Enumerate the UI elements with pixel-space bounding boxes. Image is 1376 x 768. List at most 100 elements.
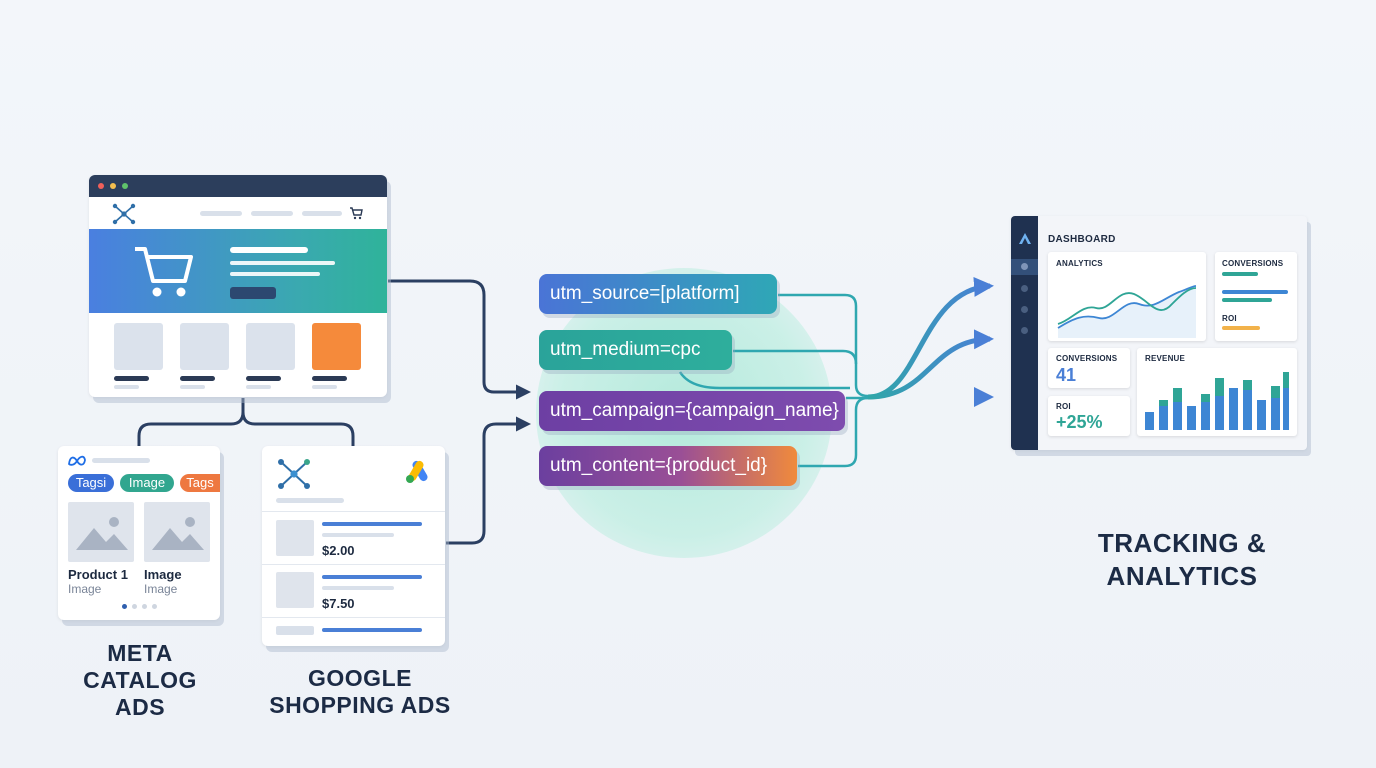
product-thumb-2[interactable] [180, 323, 229, 370]
analytics-panel: ANALYTICS [1048, 252, 1206, 341]
meta-catalog-card: Tagsi Image Tags Product 1 Image Image I… [58, 446, 220, 620]
hero-text-line-1 [230, 261, 335, 265]
product-image-2[interactable] [144, 502, 210, 562]
roi-label-top: ROI [1222, 314, 1237, 323]
analytics-dashboard: DASHBOARD ANALYTICS CONVERSIONS ROI CONV… [1011, 216, 1307, 450]
google-product-thumb-3[interactable] [276, 626, 314, 635]
tag-pill-3[interactable]: Tags [180, 474, 220, 492]
network-logo-icon [112, 203, 136, 225]
dashboard-logo-icon [1019, 233, 1031, 244]
caption-google: GOOGLE SHOPPING ADS [240, 665, 480, 719]
caption-google-line-1: GOOGLE [308, 665, 412, 691]
hero-cta-button[interactable] [230, 287, 276, 299]
utm-content-pill: utm_content={product_id} [539, 446, 797, 486]
google-product-thumb-2[interactable] [276, 572, 314, 608]
product-name-2: Image [144, 567, 182, 582]
conversions-bar-1 [1222, 272, 1258, 276]
product-sub-2 [180, 385, 205, 389]
caption-google-line-2: SHOPPING ADS [269, 692, 451, 718]
revenue-bar-chart [1145, 372, 1289, 430]
store-header [89, 197, 387, 229]
caption-tracking-line-2: ANALYTICS [1106, 561, 1258, 591]
conversions-label: CONVERSIONS [1056, 354, 1118, 363]
caption-tracking: TRACKING & ANALYTICS [1062, 527, 1302, 593]
nav-link-3[interactable] [302, 211, 342, 216]
roi-value: +25% [1056, 412, 1103, 432]
tag-pill-1[interactable]: Tagsi [68, 474, 114, 492]
utm-campaign-pill: utm_campaign={campaign_name} [539, 391, 845, 431]
window-min-dot[interactable] [110, 183, 116, 189]
utm-medium-pill: utm_medium=cpc [539, 330, 732, 370]
conversions-value: 41 [1056, 365, 1077, 385]
caption-meta-line-2: CATALOG [83, 667, 197, 693]
connector-store-ads [137, 398, 355, 446]
image-placeholder-icon [152, 517, 204, 550]
google-product-thumb-1[interactable] [276, 520, 314, 556]
hero-text-line-2 [230, 272, 320, 276]
product-title-3 [246, 376, 281, 381]
roi-label: ROI [1056, 402, 1071, 411]
product-title-2 [180, 376, 215, 381]
window-close-dot[interactable] [98, 183, 104, 189]
meta-logo-icon [68, 455, 86, 466]
caption-meta-line-3: ADS [114, 694, 166, 720]
nav-link-1[interactable] [200, 211, 242, 216]
connector-utm-content [798, 396, 869, 468]
cart-icon[interactable] [349, 206, 363, 220]
flow-arrow-top [867, 276, 994, 400]
google-product-sub-1 [322, 533, 394, 537]
flow-arrow-mid [867, 329, 994, 400]
hero-headline-line [230, 247, 308, 253]
browser-titlebar [89, 175, 387, 197]
caption-meta: META CATALOG ADS [52, 640, 228, 721]
product-title-4 [312, 376, 347, 381]
google-product-title-1 [322, 522, 422, 526]
connector-utm-source [778, 293, 869, 398]
google-price-1: $2.00 [322, 543, 355, 558]
connector-utm-medium-under [678, 371, 850, 390]
connector-google-utm [446, 416, 531, 545]
product-thumb-1[interactable] [114, 323, 163, 370]
tag-pill-2[interactable]: Image [120, 474, 174, 492]
connector-utm-medium [733, 349, 858, 365]
dashboard-title: DASHBOARD [1048, 234, 1116, 245]
carousel-dots[interactable] [122, 604, 162, 610]
product-image-1[interactable] [68, 502, 134, 562]
sidebar-item-3[interactable] [1021, 306, 1028, 313]
utm-source-pill: utm_source=[platform] [539, 274, 777, 314]
sidebar-item-1[interactable] [1021, 263, 1028, 270]
google-divider [262, 511, 445, 512]
nav-link-2[interactable] [251, 211, 293, 216]
product-thumb-3[interactable] [246, 323, 295, 370]
analytics-label: ANALYTICS [1056, 259, 1103, 268]
google-ads-logo-icon [406, 460, 428, 483]
google-product-sub-2 [322, 586, 394, 590]
product-thumb-4[interactable] [312, 323, 361, 370]
window-max-dot[interactable] [122, 183, 128, 189]
google-header-line [276, 498, 344, 503]
product-name-1: Product 1 [68, 567, 128, 582]
google-price-2: $7.50 [322, 596, 355, 611]
store-window [89, 175, 387, 397]
sidebar-item-4[interactable] [1021, 327, 1028, 334]
sidebar-item-2[interactable] [1021, 285, 1028, 292]
google-divider-2 [262, 564, 445, 565]
conversions-panel: CONVERSIONS 41 [1048, 348, 1130, 388]
conversions-roi-panel: CONVERSIONS ROI [1215, 252, 1297, 341]
caption-tracking-line-1: TRACKING & [1097, 528, 1267, 558]
connector-store-utm [388, 279, 531, 400]
product-title-1 [114, 376, 149, 381]
google-shopping-card: $2.00 $7.50 [262, 446, 445, 646]
conversions-label-top: CONVERSIONS [1222, 259, 1284, 268]
revenue-panel: REVENUE [1137, 348, 1297, 436]
conversions-bar-3 [1222, 298, 1272, 302]
google-divider-3 [262, 617, 445, 618]
network-logo-icon [278, 459, 310, 489]
product-sub-1: Image [68, 582, 102, 596]
analytics-line-chart [1057, 285, 1197, 338]
roi-panel: ROI +25% [1048, 396, 1130, 436]
revenue-label: REVENUE [1145, 354, 1186, 363]
store-hero-banner [89, 229, 387, 313]
image-placeholder-icon [76, 517, 128, 550]
